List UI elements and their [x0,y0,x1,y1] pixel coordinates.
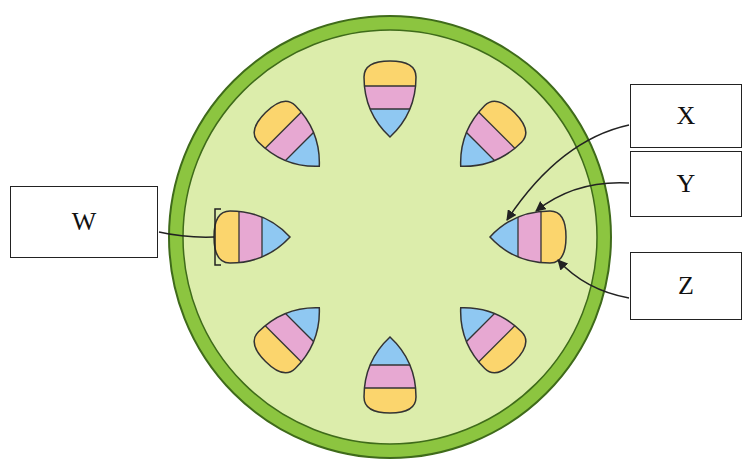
part-label: X [677,102,696,131]
epidermis-ring [169,16,611,458]
phloem-band [210,207,239,267]
vascular-bundle [360,333,420,417]
bundle-outline [442,289,533,380]
band-border [360,364,420,365]
vascular-bundle [437,89,539,191]
band-border [476,323,518,365]
leader-line [536,183,629,211]
phloem-band [476,89,539,152]
bracket [215,209,221,265]
bundle-outline [364,61,416,137]
band-border [540,207,541,267]
leader-line [507,125,629,220]
leader-line [558,260,629,298]
phloem-band [476,323,539,386]
part-label: W [72,208,97,237]
vascular-bundle [437,284,539,386]
band-border [278,306,320,348]
label-box: X [630,84,742,148]
vascular-bundle [242,89,344,191]
bundle-outline [247,289,338,380]
band-border [262,109,304,151]
bundle-outline [247,94,338,185]
band-border [360,387,420,388]
bundle-outline [214,211,290,263]
part-label: Y [677,170,696,199]
vascular-bundle [242,284,344,386]
vascular-bundle [210,207,294,267]
band-border [476,109,518,151]
phloem-band [242,89,305,152]
band-border [459,125,501,167]
band-border [517,207,518,267]
label-box: Y [630,151,742,217]
band-border [278,125,320,167]
leader-line [159,232,214,237]
band-border [459,306,501,348]
bundle-outline [364,337,416,413]
band-border [238,207,239,267]
label-box: Z [630,252,742,320]
vascular-bundle [486,207,570,267]
band-border [261,207,262,267]
band-border [360,108,420,109]
bundle-outline [490,211,566,263]
vascular-bundle [360,57,420,141]
band-border [262,323,304,365]
phloem-band [242,323,305,386]
part-label: Z [678,272,694,301]
bundle-outline [442,94,533,185]
label-box: W [10,186,158,258]
band-border [360,85,420,86]
ground-tissue [183,30,597,444]
vascular-bundles [210,57,570,417]
